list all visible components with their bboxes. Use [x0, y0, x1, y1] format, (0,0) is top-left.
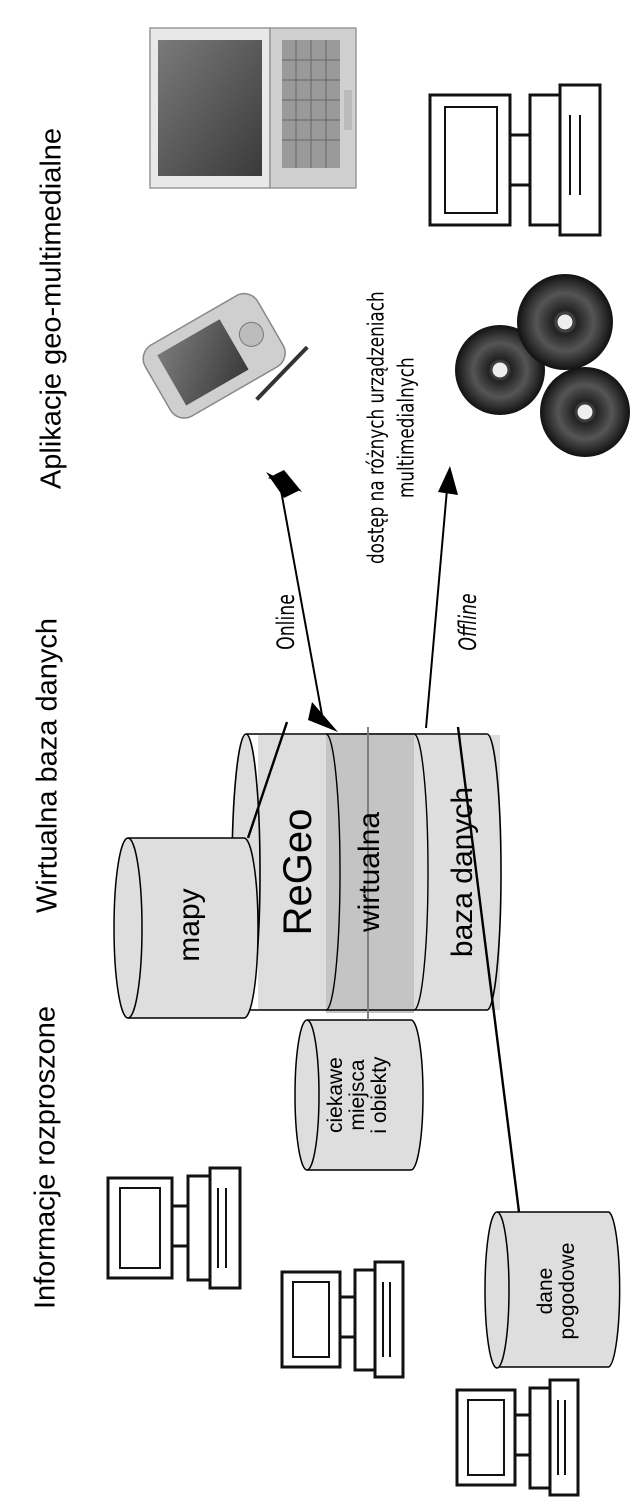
computer-icon	[428, 83, 602, 237]
online-arrow	[266, 470, 338, 732]
header-distributed: Informacje rozproszone	[29, 1005, 62, 1310]
weather-line-1: dane	[533, 1267, 557, 1315]
computer-icon	[455, 1378, 580, 1497]
regeo-database-cylinder	[231, 733, 502, 1013]
pda-icon	[142, 292, 309, 419]
weather-cylinder	[484, 1211, 621, 1369]
connector-maps	[246, 721, 289, 839]
db-line-database: baza danych	[446, 786, 479, 958]
db-title: ReGeo	[276, 808, 320, 936]
header-applications: Aplikacje geo-multimedialne	[35, 127, 68, 490]
header-virtual-db: Wirtualna baza danych	[31, 618, 64, 913]
laptop-icon	[149, 27, 357, 189]
access-description: dostęp na różnych urządzeniach multimedi…	[362, 275, 421, 581]
computer-icon	[106, 1166, 242, 1290]
weather-line-2: pogodowe	[556, 1242, 579, 1340]
maps-label: mapy	[173, 888, 206, 962]
db-line-virtual: wirtualna	[353, 811, 386, 933]
maps-cylinder	[113, 837, 259, 1019]
cd-discs-icon	[455, 274, 630, 457]
computer-icon	[280, 1260, 405, 1379]
places-line-2: miejsca	[345, 1059, 369, 1131]
offline-label: Offline	[454, 593, 482, 651]
places-cylinder	[294, 1019, 424, 1171]
places-label: ciekawe miejsca i obiekty	[323, 1040, 392, 1150]
places-line-3: i obiekty	[368, 1056, 392, 1134]
places-line-1: ciekawe	[323, 1057, 347, 1134]
online-label: Online	[272, 594, 300, 650]
weather-label: dane pogodowe	[533, 1236, 579, 1346]
offline-arrow	[425, 466, 458, 729]
connector-weather	[456, 726, 521, 1213]
access-line-1: dostęp na różnych urządzeniach	[364, 291, 390, 565]
access-line-2: multimedialnych	[394, 357, 419, 498]
